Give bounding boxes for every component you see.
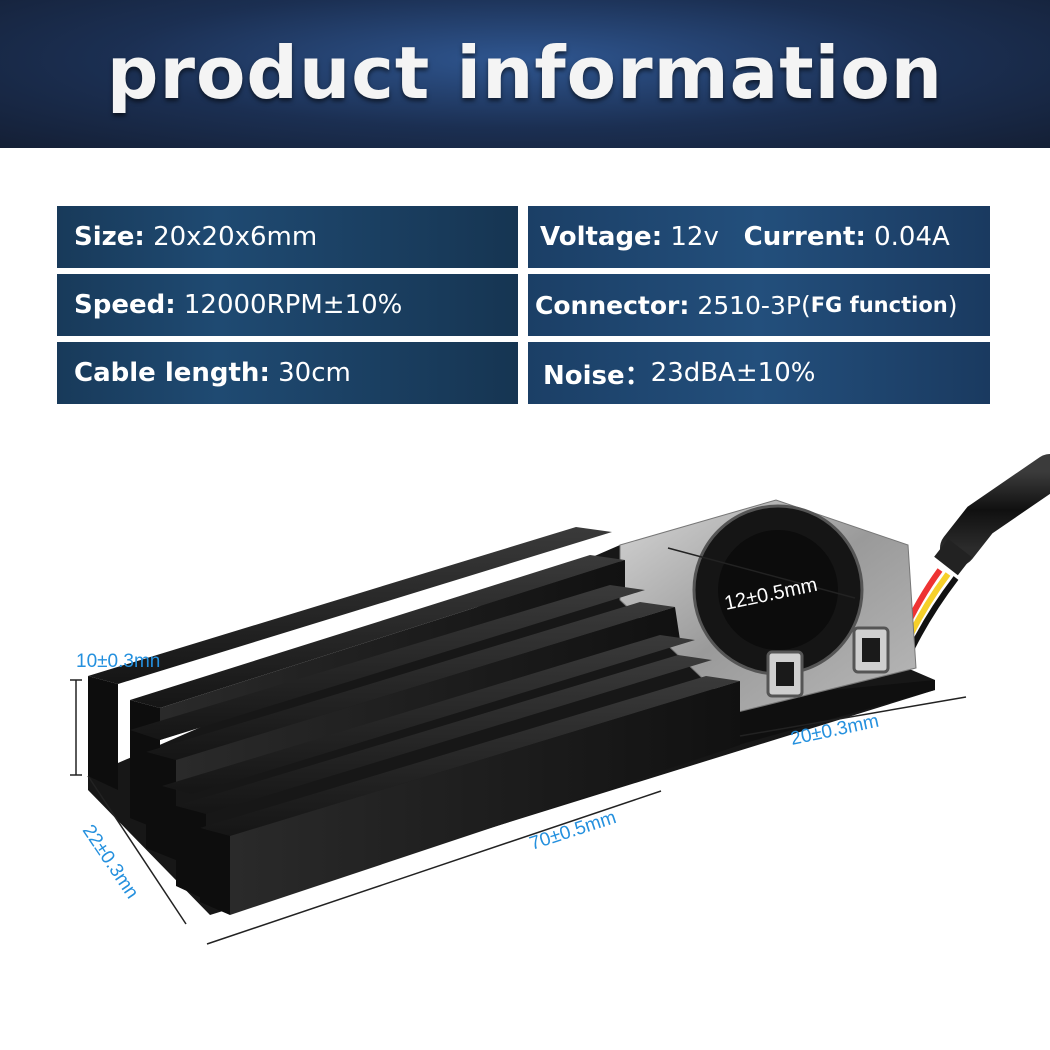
spec-connector: Connector: 2510-3P(FG function) — [528, 274, 990, 336]
spec-voltage-value: 12v — [670, 222, 719, 252]
spec-connector-label: Connector: — [535, 290, 690, 320]
spec-noise-label: Noise： — [543, 360, 651, 391]
spec-current-label: Current: — [743, 222, 866, 252]
spec-speed-value: 12000RPM±10% — [183, 290, 403, 320]
spec-noise-value: 23dBA±10% — [650, 358, 816, 388]
spec-size: Size: 20x20x6mm — [57, 206, 518, 268]
spec-size-value: 20x20x6mm — [153, 222, 318, 252]
spec-cable-label: Cable length: — [74, 358, 270, 388]
heatsink-fins — [88, 527, 740, 915]
spec-current-value: 0.04A — [874, 222, 950, 252]
dimension-height: 10±0.3mn — [76, 651, 160, 672]
spec-speed-label: Speed: — [74, 290, 176, 320]
spec-voltage-label: Voltage: — [540, 222, 663, 252]
spec-connector-value: 2510-3P( — [697, 290, 811, 320]
spec-size-label: Size: — [74, 222, 145, 252]
fan-cable — [897, 454, 1050, 650]
spec-noise: Noise：23dBA±10% — [528, 342, 990, 404]
page-title: product information — [106, 31, 944, 115]
spec-connector-note: FG function — [810, 293, 948, 317]
spec-cable-value: 30cm — [278, 358, 351, 388]
dimension-length: 70±0.5mm — [527, 807, 619, 855]
spec-speed: Speed: 12000RPM±10% — [57, 274, 518, 336]
spec-connector-close: ) — [947, 290, 958, 320]
spec-cable-length: Cable length: 30cm — [57, 342, 518, 404]
dimension-lines — [70, 547, 967, 945]
header-banner: product information — [0, 0, 1050, 148]
spec-voltage-current: Voltage: 12v Current: 0.04A — [528, 206, 990, 268]
